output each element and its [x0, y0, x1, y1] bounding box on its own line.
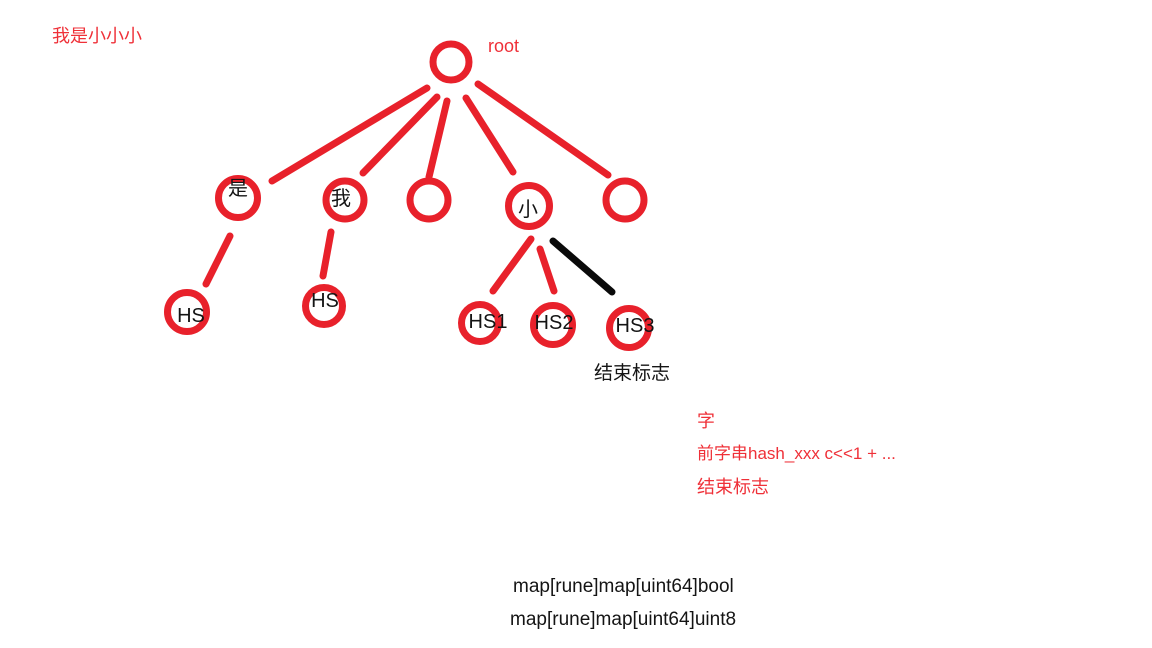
- node-circle-empty-1: [406, 177, 452, 223]
- edge-root-shi: [268, 84, 431, 185]
- node-circle-shi: [215, 175, 261, 221]
- node-label-shi: 是: [228, 178, 248, 200]
- end-flag-caption: 结束标志: [594, 363, 671, 384]
- node-label-hs-shi: HS: [177, 305, 205, 327]
- canvas-note-phrase: 我是小小小: [52, 26, 142, 46]
- node-label-hs3: HS3: [616, 315, 655, 337]
- edge-xiao-hs1: [489, 235, 535, 295]
- edge-shi-hs-shi: [202, 232, 234, 288]
- edge-root-wo: [359, 93, 441, 177]
- node-circle-hs1: [458, 301, 502, 345]
- node-label-hs-wo: HS: [311, 290, 339, 312]
- node-label-wo: 我: [331, 187, 351, 210]
- node-circle-empty-2: [602, 177, 648, 223]
- edge-wo-hs-wo: [319, 228, 335, 280]
- node-circle-xiao: [505, 182, 553, 230]
- edge-xiao-hs3: [549, 237, 616, 296]
- edge-root-xiao: [462, 94, 517, 176]
- code-map-bool: map[rune]map[uint64]bool: [513, 576, 734, 597]
- root-node-label: root: [488, 36, 520, 56]
- node-circle-hs-shi: [164, 289, 210, 335]
- node-circle-hs-wo: [302, 284, 346, 328]
- edge-xiao-hs2: [536, 245, 558, 295]
- node-circle-wo: [322, 177, 368, 223]
- code-map-uint8: map[rune]map[uint64]uint8: [510, 609, 737, 630]
- node-circle-hs3: [606, 305, 652, 351]
- legend-char-note: 字: [697, 411, 715, 431]
- node-circle-root: [429, 40, 473, 84]
- node-circle-hs2: [530, 302, 576, 348]
- node-label-hs1: HS1: [469, 311, 508, 333]
- edge-root-empty-1: [425, 97, 451, 181]
- legend-endflag-note: 结束标志: [697, 477, 769, 497]
- node-label-xiao: 小: [518, 198, 538, 221]
- legend-hash-note: 前字串hash_xxx c<<1 + ...: [697, 444, 896, 463]
- node-label-hs2: HS2: [535, 312, 574, 334]
- edge-root-empty-2: [474, 80, 612, 179]
